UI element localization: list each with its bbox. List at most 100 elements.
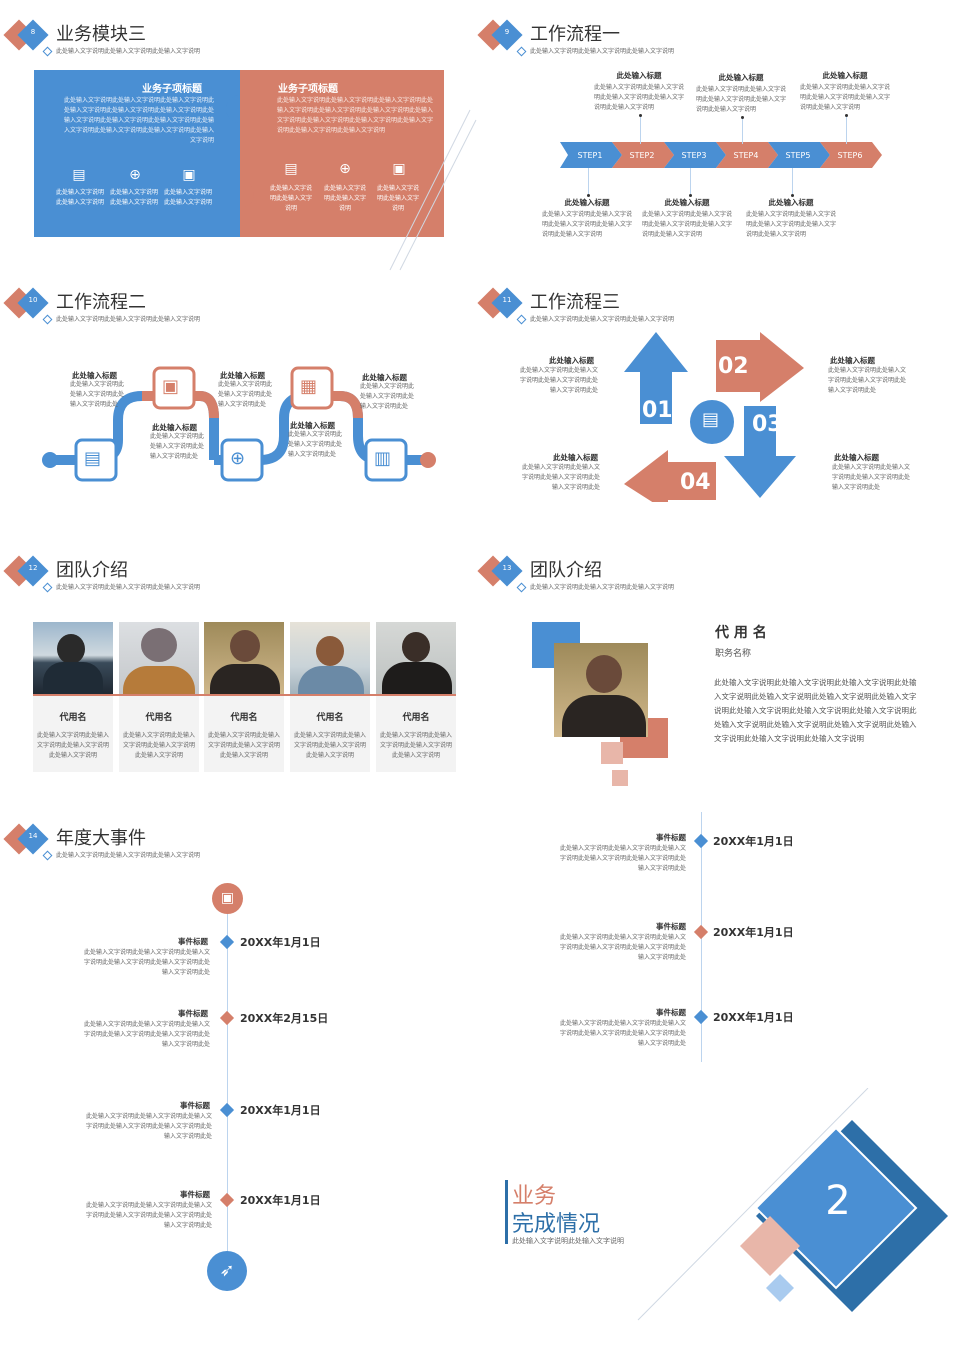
event-date: 20XX年1月1日 bbox=[240, 936, 321, 949]
money-icon: ▤ bbox=[72, 167, 86, 183]
slide-number: 11 bbox=[502, 296, 512, 304]
slide-subtitle: 此处输入文字说明此处输入文字说明此处输入文字说明 bbox=[530, 584, 675, 591]
process-label: 此处输入标题 bbox=[152, 423, 197, 432]
step-label: 此处输入标题 bbox=[564, 198, 610, 207]
step-text: 此处输入文字说明此处输入文字说明此处输入文字说明此处输入文字说明此处输入文字说明 bbox=[542, 211, 633, 238]
step-4: STEP4 bbox=[733, 150, 759, 160]
decor-lines bbox=[389, 109, 477, 271]
event-label: 事件标题 bbox=[178, 1009, 208, 1018]
event-date: 20XX年1月1日 bbox=[240, 1104, 321, 1117]
left-panel-text: 此处输入文字说明此处输入文字说明此处输入文字说明此处输入文字说明此处输入文字说明… bbox=[63, 97, 214, 144]
cycle-text: 此处输入文字说明此处输入文字说明此处输入文字说明此处输入文字说明此处 bbox=[521, 464, 600, 491]
process-text: 此处输入文字说明此处输入文字说明此处输入文字说明此处 bbox=[218, 381, 273, 408]
step-text: 此处输入文字说明此处输入文字说明此处输入文字说明此处输入文字说明此处输入文字说明 bbox=[642, 211, 733, 238]
slide-subtitle: 此处输入文字说明此处输入文字说明此处输入文字说明 bbox=[56, 852, 201, 859]
left-panel-title: 业务子项标题 bbox=[142, 84, 202, 95]
icon-caption: 此处输入文字说明此处输入文字说明 bbox=[269, 185, 312, 212]
number-02: 02 bbox=[718, 354, 749, 379]
member-photo bbox=[290, 622, 370, 696]
step-label: 此处输入标题 bbox=[768, 198, 814, 207]
member-text: 此处输入文字说明此处输入文字说明此处输入文字说明此处输入文字说明 bbox=[37, 732, 110, 759]
target-icon: ⊕ bbox=[129, 167, 141, 183]
process-text: 此处输入文字说明此处输入文字说明此处输入文字说明此处 bbox=[70, 381, 125, 408]
member-card: 代用名 此处输入文字说明此处输入文字说明此处输入文字说明此处输入文字说明 bbox=[204, 696, 284, 772]
section-title-1: 业务 bbox=[512, 1184, 557, 1209]
event-date: 20XX年1月1日 bbox=[713, 835, 794, 848]
event-date: 20XX年1月1日 bbox=[713, 926, 794, 939]
event-text: 此处输入文字说明此处输入文字说明此处输入文字说明此处输入文字说明此处输入文字说明… bbox=[559, 845, 686, 872]
slide-number: 9 bbox=[504, 28, 510, 36]
event-label: 事件标题 bbox=[656, 922, 686, 931]
slide-title: 工作流程三 bbox=[530, 292, 620, 313]
cycle-label: 此处输入标题 bbox=[834, 453, 879, 462]
slide-title: 业务模块三 bbox=[56, 24, 146, 45]
event-text: 此处输入文字说明此处输入文字说明此处输入文字说明此处输入文字说明此处输入文字说明… bbox=[83, 949, 210, 976]
icon-caption: 此处输入文字说明此处输入文字说明 bbox=[110, 189, 159, 206]
section-title-2: 完成情况 bbox=[512, 1212, 601, 1237]
slide-subtitle: 此处输入文字说明此处输入文字说明此处输入文字说明 bbox=[56, 48, 201, 55]
event-label: 事件标题 bbox=[180, 1190, 210, 1199]
cycle-text: 此处输入文字说明此处输入文字说明此处输入文字说明此处输入文字说明此处 bbox=[832, 464, 911, 491]
event-text: 此处输入文字说明此处输入文字说明此处输入文字说明此处输入文字说明此处输入文字说明… bbox=[559, 1020, 686, 1047]
slide-number: 10 bbox=[28, 296, 38, 304]
slide-header: 11 工作流程三 此处输入文字说明此处输入文字说明此处输入文字说明 bbox=[477, 287, 942, 328]
profile-role: 职务名称 bbox=[715, 649, 752, 659]
icon-caption: 此处输入文字说明此处输入文字说明 bbox=[164, 189, 213, 206]
right-panel-text: 此处输入文字说明此处输入文字说明此处输入文字说明此处输入文字说明此处输入文字说明… bbox=[277, 97, 434, 134]
money-icon: ▤ bbox=[84, 448, 102, 469]
step-label: 此处输入标题 bbox=[822, 71, 868, 80]
cycle-label: 此处输入标题 bbox=[830, 356, 875, 365]
target-icon: ⊕ bbox=[339, 161, 351, 177]
event-label: 事件标题 bbox=[178, 937, 208, 946]
slide-number: 12 bbox=[28, 564, 38, 572]
event-date: 20XX年2月15日 bbox=[240, 1012, 329, 1025]
cycle-arrows bbox=[624, 332, 804, 502]
profile-name: 代 用 名 bbox=[715, 625, 767, 641]
member-text: 此处输入文字说明此处输入文字说明此处输入文字说明此处输入文字说明 bbox=[380, 732, 453, 759]
process-label: 此处输入标题 bbox=[72, 371, 117, 380]
step-3: STEP3 bbox=[681, 150, 707, 160]
step-arrows bbox=[560, 142, 882, 168]
step-2: STEP2 bbox=[629, 150, 655, 160]
step-label: 此处输入标题 bbox=[616, 71, 662, 80]
slide-subtitle: 此处输入文字说明此处输入文字说明此处输入文字说明 bbox=[530, 48, 675, 55]
member-text: 此处输入文字说明此处输入文字说明此处输入文字说明此处输入文字说明 bbox=[123, 732, 196, 759]
process-text: 此处输入文字说明此处输入文字说明此处输入文字说明此处 bbox=[150, 433, 205, 460]
member-text: 此处输入文字说明此处输入文字说明此处输入文字说明此处输入文字说明 bbox=[294, 732, 367, 759]
process-text: 此处输入文字说明此处输入文字说明此处输入文字说明此处 bbox=[360, 383, 415, 410]
member-card: 代用名 此处输入文字说明此处输入文字说明此处输入文字说明此处输入文字说明 bbox=[290, 696, 370, 772]
slide-header: 14 年度大事件 此处输入文字说明此处输入文字说明此处输入文字说明 bbox=[3, 823, 468, 864]
member-card: 代用名 此处输入文字说明此处输入文字说明此处输入文字说明此处输入文字说明 bbox=[376, 696, 456, 772]
process-label: 此处输入标题 bbox=[362, 373, 407, 382]
photo-icon: ▣ bbox=[162, 376, 180, 397]
right-panel bbox=[240, 70, 444, 237]
step-label: 此处输入标题 bbox=[664, 198, 710, 207]
member-card: 代用名 此处输入文字说明此处输入文字说明此处输入文字说明此处输入文字说明 bbox=[33, 696, 113, 772]
profile-text: 此处输入文字说明此处输入文字说明此处输入文字说明此处输入文字说明此处输入文字说明… bbox=[714, 678, 917, 743]
slide-number: 14 bbox=[28, 832, 38, 840]
step-1: STEP1 bbox=[577, 150, 603, 160]
step-text: 此处输入文字说明此处输入文字说明此处输入文字说明此处输入文字说明此处输入文字说明 bbox=[594, 84, 685, 111]
slide-title: 团队介绍 bbox=[530, 560, 602, 581]
slide-title: 团队介绍 bbox=[56, 560, 128, 581]
slide-header: 10 工作流程二 此处输入文字说明此处输入文字说明此处输入文字说明 bbox=[3, 287, 468, 328]
number-01: 01 bbox=[642, 398, 673, 423]
rocket-icon: ➶ bbox=[207, 1251, 247, 1291]
member-name: 代用名 bbox=[402, 713, 430, 723]
slide-title: 工作流程一 bbox=[530, 24, 620, 45]
number-04: 04 bbox=[680, 470, 711, 495]
member-photo bbox=[376, 622, 456, 696]
left-panel bbox=[34, 70, 240, 237]
event-label: 事件标题 bbox=[656, 1008, 686, 1017]
event-text: 此处输入文字说明此处输入文字说明此处输入文字说明此处输入文字说明此处输入文字说明… bbox=[85, 1202, 212, 1229]
gift-icon: ▦ bbox=[300, 376, 318, 397]
event-text: 此处输入文字说明此处输入文字说明此处输入文字说明此处输入文字说明此处输入文字说明… bbox=[83, 1021, 210, 1048]
money-icon: ▤ bbox=[284, 161, 298, 177]
process-text: 此处输入文字说明此处输入文字说明此处输入文字说明此处 bbox=[288, 431, 343, 458]
slide-header: 12 团队介绍 此处输入文字说明此处输入文字说明此处输入文字说明 bbox=[3, 555, 468, 596]
slide-header: 8 业务模块三 此处输入文字说明此处输入文字说明此处输入文字说明 bbox=[3, 19, 468, 60]
member-card: 代用名 此处输入文字说明此处输入文字说明此处输入文字说明此处输入文字说明 bbox=[119, 696, 199, 772]
section-number: 2 bbox=[825, 1178, 851, 1224]
briefcase-icon: ▣ bbox=[212, 883, 243, 914]
event-label: 事件标题 bbox=[656, 833, 686, 842]
